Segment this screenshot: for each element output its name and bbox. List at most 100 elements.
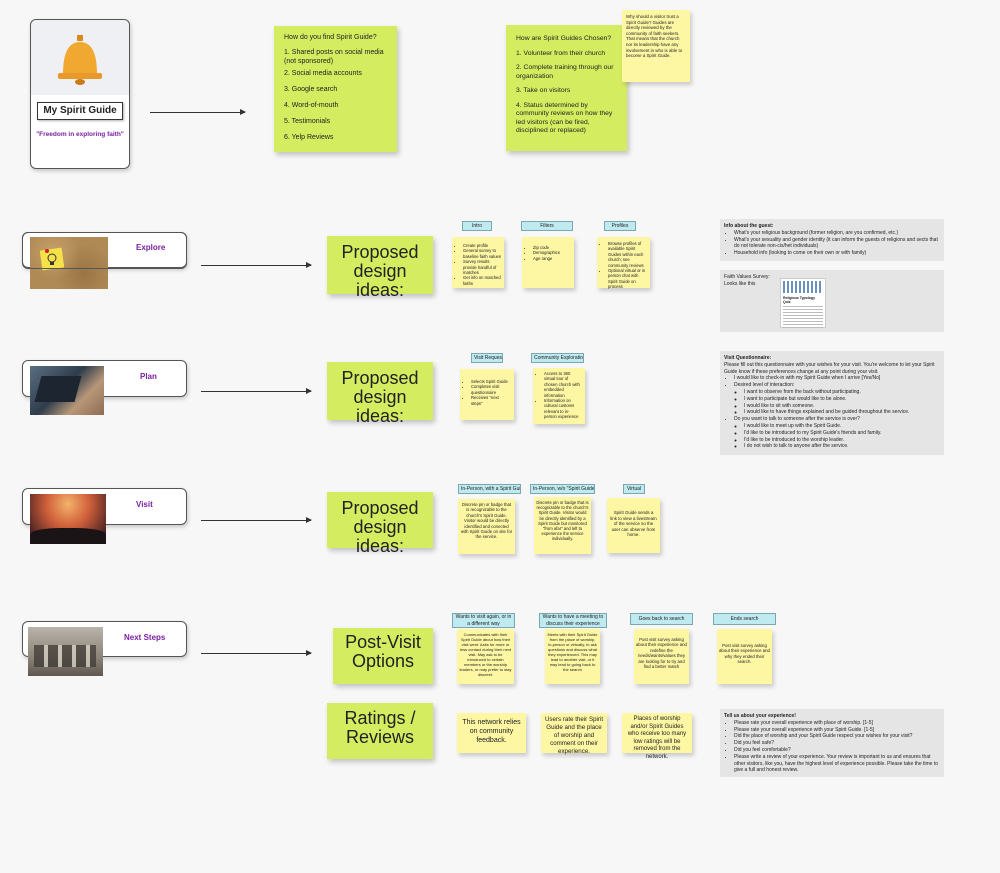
visit-tag-virtual: Virtual xyxy=(623,484,645,494)
app-card: My Spirit Guide "Freedom in exploring fa… xyxy=(30,19,130,169)
review-item: Did the place of worship and your Spirit… xyxy=(734,733,940,740)
app-title-box: My Spirit Guide xyxy=(37,102,123,120)
explore-note-intro: Create profile General survey to baselin… xyxy=(452,237,504,288)
questionnaire-option: I'd like to be introduced to my Spirit G… xyxy=(744,430,940,437)
guest-info-item: What's your religious background (former… xyxy=(734,230,940,237)
lightbulb-icon xyxy=(40,247,64,271)
next-steps-label: Next Steps xyxy=(124,633,166,642)
next-steps-image xyxy=(28,627,103,676)
explore-note-profiles: Browse profiles of available Spirit Guid… xyxy=(597,237,650,290)
note-bullet: Survey results provide handful of matche… xyxy=(463,259,501,275)
visit-proposed-note: Proposed design ideas: xyxy=(327,492,433,556)
review-item: Did you feel safe? xyxy=(734,740,940,747)
chosen-note-item: 2. Complete training through our organiz… xyxy=(516,64,614,80)
note-bullet: Browse profiles of available Spirit Guid… xyxy=(608,241,647,268)
survey-figures xyxy=(783,281,823,293)
trust-note: Why should a visitor trust a Spirit Guid… xyxy=(622,10,690,82)
find-note-item: 1. Shared posts on social media (not spo… xyxy=(284,49,384,65)
visit-tag-with-guide: In-Person, with a Spirit Guide xyxy=(458,484,521,494)
questionnaire-option: I would like to meet up with the Spirit … xyxy=(744,423,940,430)
connector-arrow xyxy=(201,650,312,656)
questionnaire-q3: Do you want to talk to someone after the… xyxy=(734,416,860,423)
explore-proposed-note: Proposed design ideas: xyxy=(327,236,433,300)
visit-tag-without-guide: In-Person, w/o "Spirit Guide" xyxy=(530,484,595,494)
find-note-item: 5. Testimonials xyxy=(284,118,331,125)
guest-info-panel: Info about the guest: What's your religi… xyxy=(720,219,944,261)
chosen-note-heading: How are Spirit Guides Chosen? xyxy=(516,35,612,42)
note-bullet: Access to 360 virtual tour of chosen chu… xyxy=(544,371,582,398)
explore-card-outline xyxy=(22,232,187,269)
note-bullet: Zip code xyxy=(533,245,571,250)
find-note-item: 2. Social media accounts xyxy=(284,70,362,77)
visit-note-with-guide: Discrete pin or badge that is recognizab… xyxy=(458,499,515,554)
ratings-note-users: Users rate their Spirit Guide and the pl… xyxy=(541,713,607,755)
laptop-shape xyxy=(34,376,82,402)
questionnaire-heading: Visit Questionnaire: xyxy=(724,355,772,361)
plan-note-community: Access to 360 virtual tour of chosen chu… xyxy=(533,368,585,424)
review-item: Please rate your overall experience with… xyxy=(734,727,940,734)
review-heading: Tell us about your experience! xyxy=(724,713,796,719)
review-item: Please rate your overall experience with… xyxy=(734,720,940,727)
ratings-note-removal: Places of worship and/or Spirit Guides w… xyxy=(622,713,692,760)
questionnaire-q2: Desired level of interaction: xyxy=(734,382,795,389)
review-item: Please write a review of your experience… xyxy=(734,754,940,774)
chosen-note-item: 3. Take on visitors xyxy=(516,87,571,94)
next-note-ends-search: Post visit survey asking about their exp… xyxy=(717,629,772,684)
note-bullet: Age range xyxy=(533,256,571,261)
guest-info-item: Household info (looking to come on their… xyxy=(734,250,940,257)
note-bullet: Optional virtual or in person chat with … xyxy=(608,268,647,290)
connector-arrow xyxy=(201,517,312,523)
app-tagline: "Freedom in exploring faith" xyxy=(36,131,124,138)
find-note-item: 4. Word-of-mouth xyxy=(284,102,339,109)
connector-arrow xyxy=(201,262,312,268)
app-icon-area xyxy=(31,20,129,95)
questionnaire-intro: Please fill out this questionnaire with … xyxy=(724,361,935,375)
next-note-meeting: Meets with their Spirit Guide from the p… xyxy=(545,629,600,684)
visit-label: Visit xyxy=(136,500,153,509)
bell-icon xyxy=(58,35,102,85)
next-tag-search: Goes back to search xyxy=(630,613,693,625)
explore-tag-profiles: Profiles xyxy=(604,221,636,231)
chosen-note-item: 1. Volunteer from their church xyxy=(516,49,606,57)
explore-label: Explore xyxy=(136,243,166,252)
note-bullet: Information on cultural customs relevant… xyxy=(544,398,582,420)
note-bullet: General survey to baseline faith values xyxy=(463,248,501,259)
questionnaire-item: Do you want to talk to someone after the… xyxy=(734,416,940,450)
people-shape xyxy=(34,645,96,667)
questionnaire-item: I would like to check-in with my Spirit … xyxy=(734,375,940,382)
explore-image-frame xyxy=(30,237,108,289)
questionnaire-option: I want to participate but would like to … xyxy=(744,396,940,403)
survey-thumb-title: Religious Typology Quiz xyxy=(783,296,816,304)
next-tag-visit-again: Wants to visit again, or in a different … xyxy=(452,613,515,628)
note-bullet: Get info on matched faiths xyxy=(463,275,501,286)
plan-proposed-note: Proposed design ideas: xyxy=(327,362,433,426)
find-note: How do you find Spirit Guide? 1. Shared … xyxy=(274,26,397,152)
explore-tag-intro: Intro xyxy=(462,221,492,231)
review-item: Did you feel comfortable? xyxy=(734,747,940,754)
note-bullet: Demographics xyxy=(533,250,571,255)
questionnaire-option: I would like to sit with someone. xyxy=(744,403,940,410)
visit-image xyxy=(30,494,106,544)
faith-survey-thumbnail: Religious Typology Quiz xyxy=(780,278,826,328)
survey-thumb-lines xyxy=(783,306,823,328)
guest-info-heading: Info about the guest: xyxy=(724,223,774,229)
next-tag-ends-search: Ends search xyxy=(713,613,776,625)
questionnaire-panel: Visit Questionnaire: Please fill out thi… xyxy=(720,351,944,455)
connector-arrow xyxy=(150,109,246,115)
find-note-item: 6. Yelp Reviews xyxy=(284,134,334,141)
crowd-shape xyxy=(30,528,106,544)
visit-note-virtual: Spirit Guide sends a link to view a live… xyxy=(607,498,660,553)
visit-note-without-guide: Discrete pin or badge that is recognizab… xyxy=(534,497,591,554)
chosen-note-item: 4. Status determined by community review… xyxy=(516,101,613,135)
plan-label: Plan xyxy=(140,372,157,381)
review-panel: Tell us about your experience! Please ra… xyxy=(720,709,944,777)
questionnaire-item: Desired level of interaction: I want to … xyxy=(734,382,940,416)
questionnaire-option: I want to observe from the back without … xyxy=(744,389,940,396)
faith-survey-heading: Faith Values Survey: xyxy=(724,274,770,280)
find-note-item: 3. Google search xyxy=(284,86,338,93)
plan-tag-visit-request: Visit Request xyxy=(471,353,503,363)
guest-info-item: What's your sexuality and gender identit… xyxy=(734,237,940,251)
note-bullet: Receives "next steps" xyxy=(471,395,511,406)
faith-survey-sub: Looks like this xyxy=(724,280,756,287)
questionnaire-option: I do not wish to talk to anyone after th… xyxy=(744,443,940,450)
